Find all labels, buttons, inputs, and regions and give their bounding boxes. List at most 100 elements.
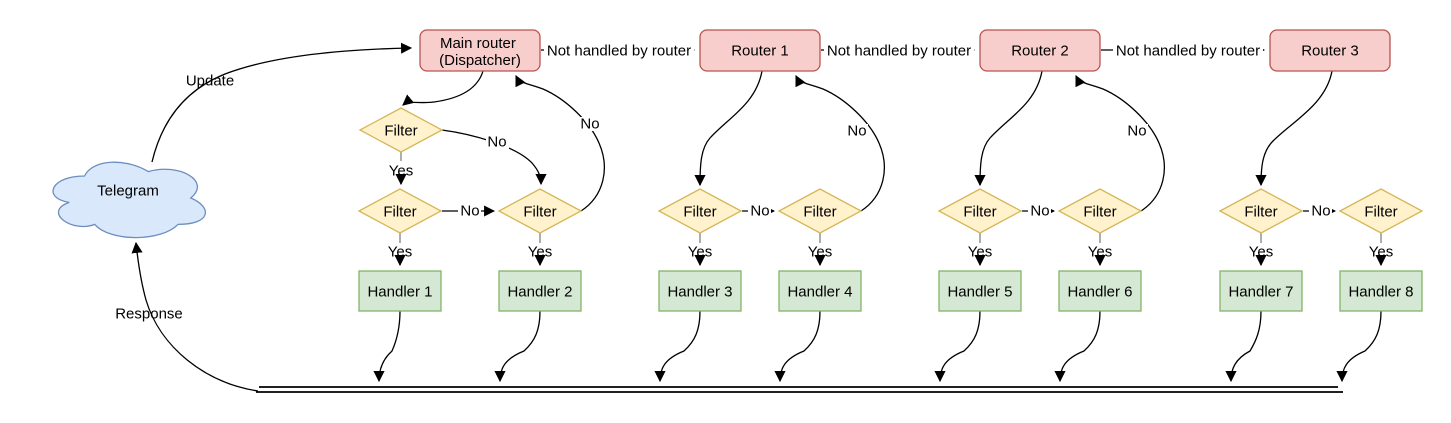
filter-diamond	[657, 188, 743, 234]
edge-label-yes: Yes	[808, 244, 832, 261]
telegram-label: Telegram	[97, 183, 159, 200]
edge-label-not-handled-2: Not handled by router	[827, 43, 971, 60]
node-filter-router3-2: Filter	[1338, 188, 1424, 234]
edge-label-no: No	[750, 203, 769, 220]
handler-2-label: Handler 2	[507, 284, 572, 301]
handler-4-label: Handler 4	[787, 284, 852, 301]
router-2-box	[979, 29, 1101, 72]
edge-handler-3-to-bus	[654, 310, 701, 383]
node-filter-router2-2: Filter	[1057, 188, 1143, 234]
edge-router2-to-filter	[974, 70, 1043, 187]
edge-label-no: No	[487, 134, 506, 151]
main-router-box	[419, 29, 541, 72]
router-1-box	[699, 29, 821, 72]
node-main-router: Main router (Dispatcher)	[419, 29, 541, 72]
edge-label-no: No	[580, 116, 599, 133]
edge-label-no: No	[460, 203, 479, 220]
node-handler-2: Handler 2	[498, 270, 582, 312]
node-filter-router1-2: Filter	[777, 188, 863, 234]
edge-label-yes: Yes	[968, 244, 992, 261]
handler-1-label: Handler 1	[367, 284, 432, 301]
edge-return-no-router2	[1075, 75, 1165, 212]
filter-diamond	[1057, 188, 1143, 234]
edge-router3-to-filter	[1255, 70, 1333, 187]
node-handler-3: Handler 3	[658, 270, 742, 312]
node-handler-8: Handler 8	[1339, 270, 1423, 312]
edge-handler-6-to-bus	[1054, 310, 1101, 383]
edge-router1-to-filter	[694, 70, 763, 187]
node-filter-dispatcher-2: Filter	[357, 188, 443, 234]
router-3-label: Router 3	[1301, 43, 1359, 60]
filter-diamond	[1338, 188, 1424, 234]
edge-handler-2-to-bus	[494, 310, 541, 383]
edge-handler-1-to-bus	[373, 310, 401, 383]
edges-layer	[131, 42, 1387, 393]
node-handler-4: Handler 4	[778, 270, 862, 312]
node-router-1: Router 1	[699, 29, 821, 72]
node-handler-5: Handler 5	[938, 270, 1022, 312]
edge-label-bg	[458, 204, 481, 218]
filter-label: Filter	[1244, 204, 1277, 221]
filter-label: Filter	[963, 204, 996, 221]
edge-label-yes: Yes	[688, 244, 712, 261]
edge-response	[131, 241, 259, 392]
edge-labels-layer: Update Response Not handled by router No…	[115, 42, 1393, 323]
router-3-box	[1269, 29, 1391, 72]
edge-label-bg	[845, 124, 868, 138]
node-filter-dispatcher-1: Filter	[358, 107, 444, 153]
edge-label-bg	[486, 135, 509, 149]
handler-7-box	[1219, 270, 1303, 312]
edge-label-no: No	[847, 123, 866, 140]
edge-label-not-handled-1: Not handled by router	[547, 43, 691, 60]
filter-diamond	[497, 188, 583, 234]
filter-label: Filter	[803, 204, 836, 221]
handler-1-box	[358, 270, 442, 312]
edge-label-yes: Yes	[388, 244, 412, 261]
handler-8-label: Handler 8	[1348, 284, 1413, 301]
edge-label-no: No	[1311, 203, 1330, 220]
router-2-label: Router 2	[1011, 43, 1069, 60]
edge-label-not-handled-3: Not handled by router	[1116, 43, 1260, 60]
node-telegram: Telegram	[52, 161, 207, 239]
edge-filterA-no-to-filterC	[441, 129, 547, 186]
edge-return-no-dispatcher	[515, 75, 605, 212]
node-filter-router2-1: Filter	[937, 188, 1023, 234]
node-handler-1: Handler 1	[358, 270, 442, 312]
filter-diamond	[1218, 188, 1304, 234]
handler-5-box	[938, 270, 1022, 312]
filter-diamond	[777, 188, 863, 234]
node-router-3: Router 3	[1269, 29, 1391, 72]
edge-label-yes: Yes	[1088, 244, 1112, 261]
nodes-layer: Telegram Main router (Dispatcher) Router…	[52, 29, 1424, 312]
handler-3-box	[658, 270, 742, 312]
edge-label-response: Response	[115, 306, 183, 323]
handler-3-label: Handler 3	[667, 284, 732, 301]
handler-6-box	[1058, 270, 1142, 312]
filter-label: Filter	[384, 123, 417, 140]
handler-5-label: Handler 5	[947, 284, 1012, 301]
filter-diamond	[358, 107, 444, 153]
edge-label-yes: Yes	[528, 244, 552, 261]
edge-label-update: Update	[186, 73, 234, 90]
filter-label: Filter	[1364, 204, 1397, 221]
edge-label-no: No	[1030, 203, 1049, 220]
node-handler-7: Handler 7	[1219, 270, 1303, 312]
edge-label-no: No	[1127, 123, 1146, 140]
filter-diamond	[937, 188, 1023, 234]
edge-label-bg	[544, 42, 694, 59]
edge-label-bg	[748, 204, 771, 218]
edge-label-yes: Yes	[389, 163, 413, 180]
edge-label-bg	[824, 42, 974, 59]
edge-handler-5-to-bus	[934, 310, 981, 383]
handler-8-box	[1339, 270, 1423, 312]
filter-diamond	[357, 188, 443, 234]
edge-dispatcher-to-filter	[402, 70, 484, 106]
node-router-2: Router 2	[979, 29, 1101, 72]
filter-label: Filter	[523, 204, 556, 221]
filter-label: Filter	[683, 204, 716, 221]
handler-2-box	[498, 270, 582, 312]
handler-4-box	[778, 270, 862, 312]
edge-return-no-router1	[795, 75, 885, 212]
edge-handler-4-to-bus	[774, 310, 821, 383]
